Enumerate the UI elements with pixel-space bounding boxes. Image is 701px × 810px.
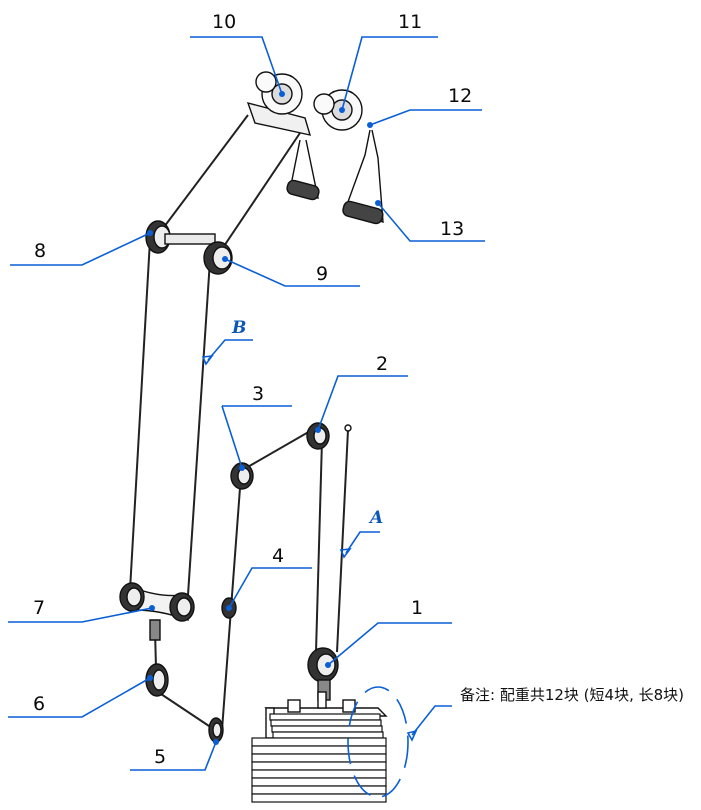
callout-1: 1 [411,597,423,619]
weight-highlight-ellipse [347,686,409,798]
pulley-11 [313,89,363,131]
guide-rod-tip [344,424,352,432]
weight-plate [272,731,384,739]
weight-plate [251,745,387,755]
cable-6-5 [154,689,213,729]
callout-A: A [368,508,383,528]
axle [164,233,216,245]
pulley-7 [119,582,195,641]
weight-plate [251,769,387,779]
cable-2-1 [315,439,323,653]
callout-labels: 10 11 12 13 8 9 B 2 3 A 4 1 7 6 5 [33,11,472,768]
callout-9: 9 [316,263,328,285]
callout-13: 13 [440,218,464,240]
cables [129,114,349,731]
weight-plate [251,761,387,771]
cable-9-7-B [187,259,211,596]
leaders [8,36,485,771]
handle-left [286,139,320,201]
handle-right [342,129,384,225]
weight-plate [270,719,382,727]
callout-8: 8 [34,240,46,262]
pulley-10 [246,71,312,136]
callout-6: 6 [33,693,45,715]
callout-3: 3 [252,383,264,405]
cable-8-10 [157,114,249,236]
cable-8-7 [129,239,151,591]
callout-7: 7 [33,597,45,619]
callout-12: 12 [448,85,472,107]
pulley-1 [307,647,339,701]
callout-2: 2 [376,353,388,375]
pulley-2 [306,422,330,450]
weight-stack [251,686,409,803]
cable-2-3 [245,429,313,469]
pulley-9 [203,241,233,275]
callout-B: B [231,318,246,338]
pulley-3 [230,462,254,490]
callout-10: 10 [212,11,236,33]
pulley-5 [208,717,224,743]
callout-11: 11 [398,11,422,33]
guide-rod-A [336,429,349,653]
weight-plate [271,725,383,733]
pulley-6 [145,663,169,697]
callout-5: 5 [154,746,166,768]
weight-plate [251,737,387,747]
callout-4: 4 [272,545,284,567]
weight-plate [251,777,387,787]
weight-plate [251,753,387,763]
cable-9-10 [217,129,303,256]
weight-plate [251,793,387,803]
weight-plate [269,713,381,721]
weight-note: 备注: 配重共12块 (短4块, 长8块) [460,686,684,704]
